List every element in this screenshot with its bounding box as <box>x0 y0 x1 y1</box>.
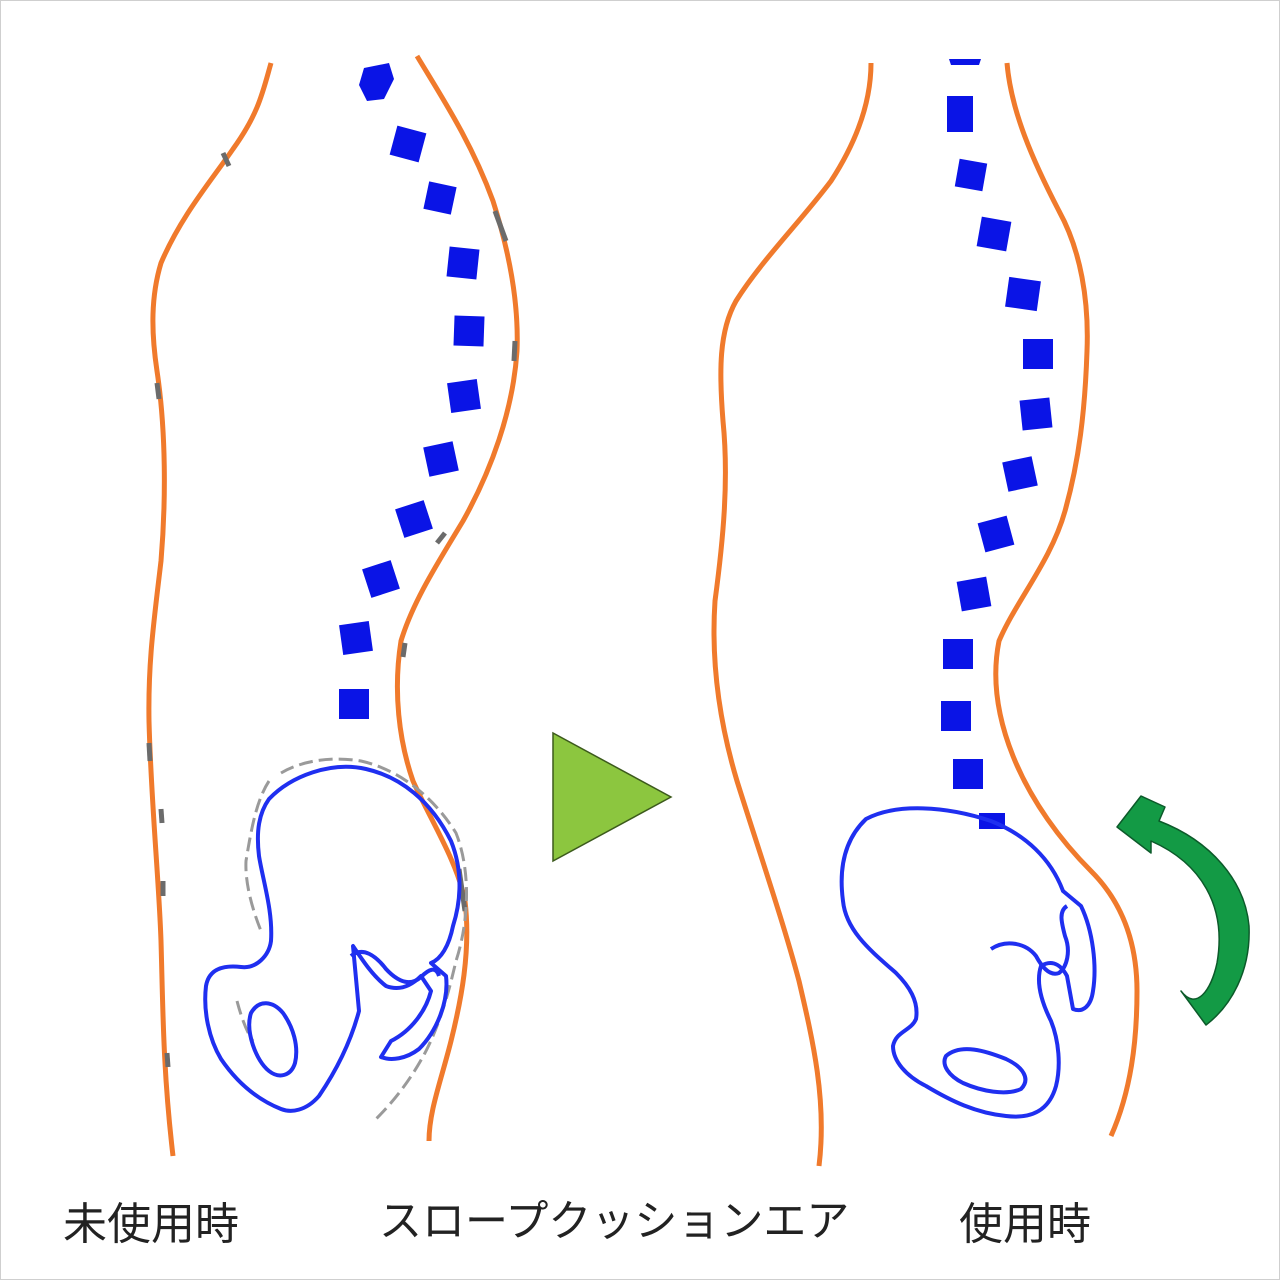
right-triangle-arrow-icon <box>552 731 673 863</box>
figure-after <box>711 59 1140 1167</box>
pelvis-socket-before <box>349 949 441 985</box>
pelvis-inner-before <box>247 1001 299 1078</box>
back-outline-before <box>146 62 274 1157</box>
pelvis-after <box>839 806 1097 1119</box>
label-product-name: スロープクッションエア <box>379 1197 850 1247</box>
spine-after <box>941 59 1053 829</box>
ghost-pelvis <box>235 757 468 1121</box>
counterclockwise-curved-arrow-icon <box>1116 795 1250 1026</box>
label-before-use: 未使用時 <box>63 1199 239 1250</box>
figure-before <box>146 54 520 1157</box>
back-outline-after <box>711 62 874 1167</box>
front-outline-after <box>993 62 1140 1138</box>
pelvis-inner-after <box>942 1047 1028 1095</box>
spine-before <box>339 63 485 719</box>
pelvis-before <box>203 764 462 1113</box>
label-after-use: 使用時 <box>959 1199 1091 1250</box>
outline-marks-before <box>146 151 518 1068</box>
pelvis-socket-after <box>989 904 1070 976</box>
